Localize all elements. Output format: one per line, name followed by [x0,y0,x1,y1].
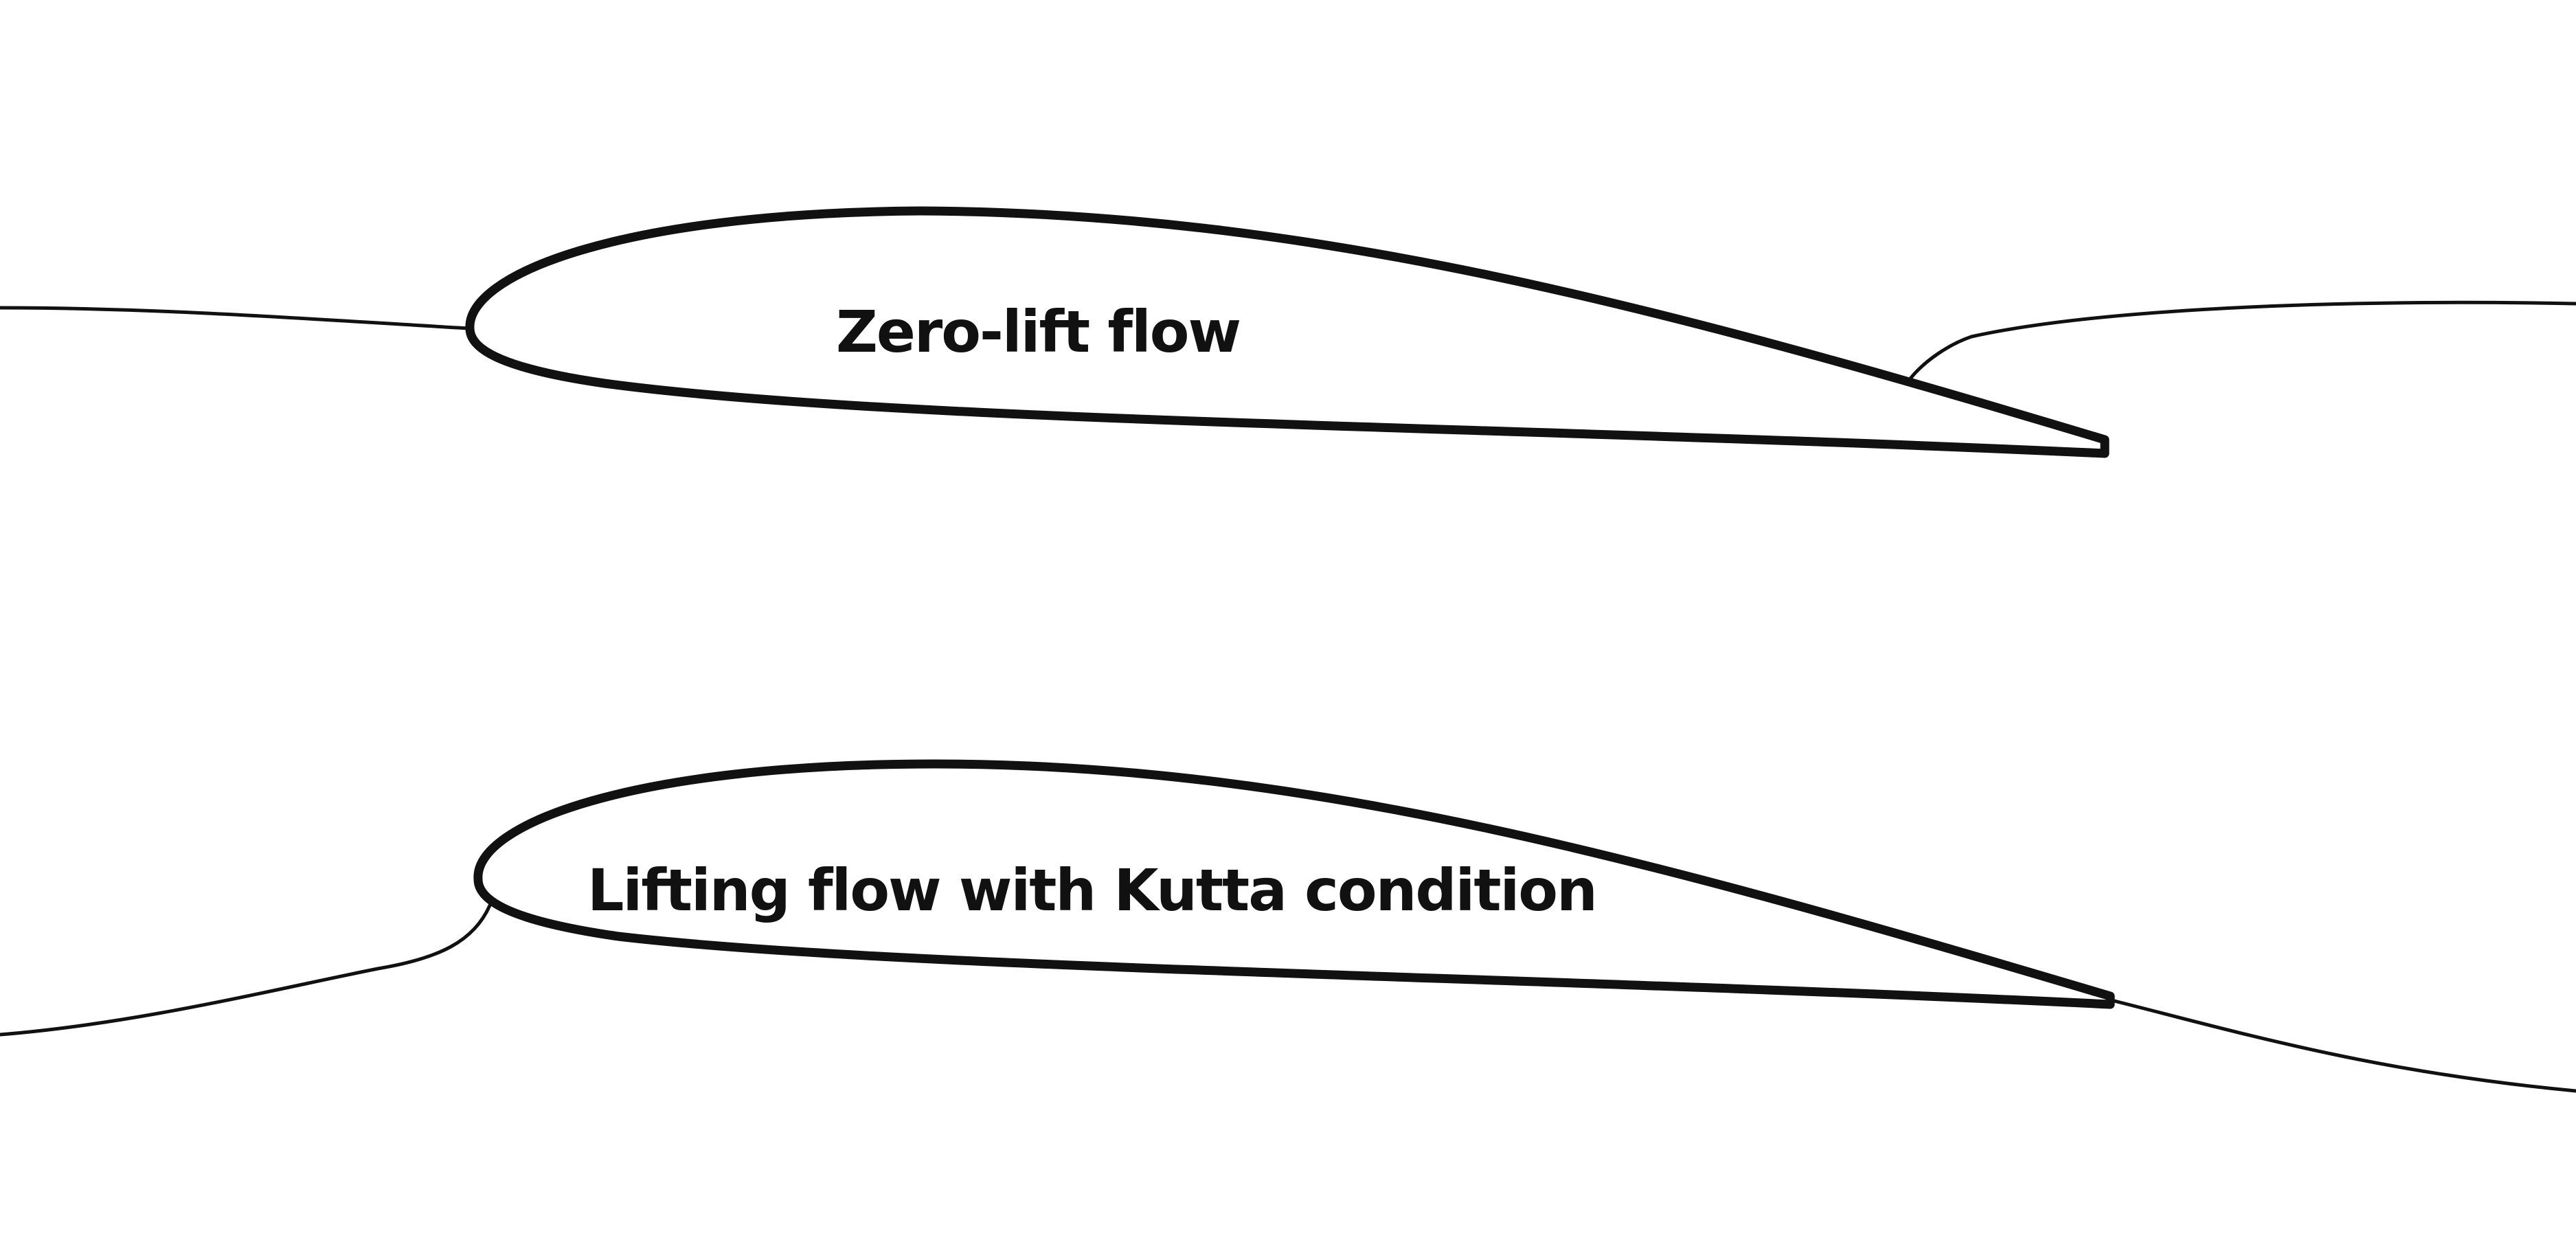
lifting-outgoing-streamline [2107,998,2576,1093]
lifting-flow-panel: Lifting flow with Kutta condition [0,759,2576,1093]
lifting-airfoil [473,759,2115,1009]
zero-lift-outgoing-streamline [1906,300,2576,383]
zero-lift-label: Zero-lift flow [836,298,1240,365]
zero-lift-panel: Zero-lift flow [0,206,2576,458]
lifting-incoming-streamline [0,903,492,1037]
lifting-flow-label: Lifting flow with Kutta condition [587,857,1596,924]
zero-lift-airfoil [465,206,2110,458]
zero-lift-incoming-streamline [0,306,472,330]
